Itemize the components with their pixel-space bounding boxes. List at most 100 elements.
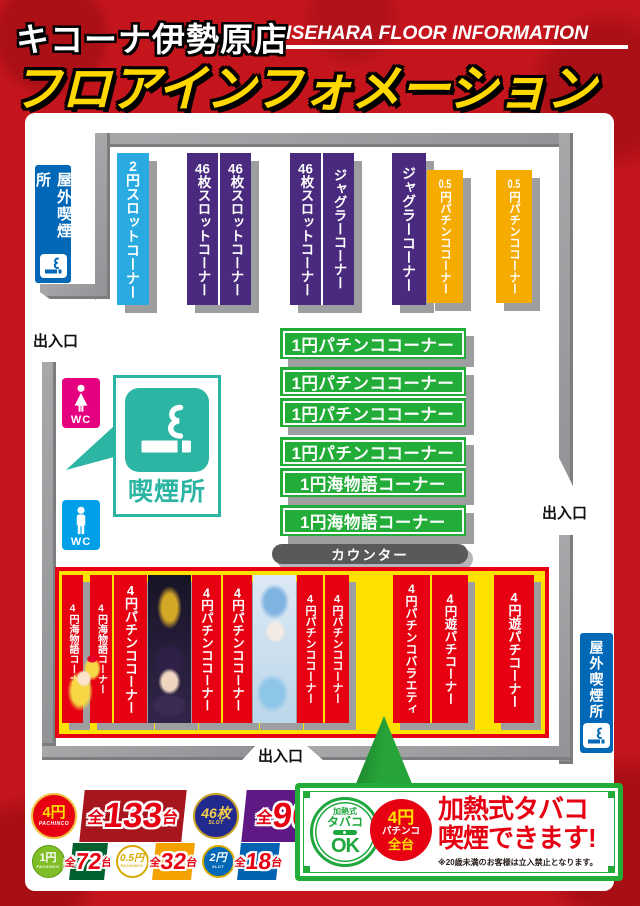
entrance-right: 出入口 [542,505,588,522]
entrance-top-left: 出入口 [33,333,79,350]
subtitle-english: ISEHARA FLOOR INFORMATION [286,22,589,44]
corner-column-juggler: ジャグラーコーナー [392,153,426,305]
store-name: キコーナ伊勢原店 [16,21,288,58]
badge-denom: 1円 [39,852,57,865]
heated-tobacco-heading: 加熱式タバコ 喫煙できます! [438,794,597,853]
wc-female: WC [62,378,100,428]
count-number: 18 [244,848,273,874]
circle-denom: 4円 [387,807,415,827]
badge-denom: 2円 [209,852,227,865]
heated-tobacco-device-icon [333,829,357,835]
badge-denom: 0.5円 [120,852,144,864]
badge-2yen-slot: 2円 SLOT [197,843,239,880]
one-yen-row-block: 1円海物語コーナー [280,505,466,536]
badge-4yen-pachinko: 4円 PACHINCO [28,790,80,842]
one-yen-umi-corner: 1円海物語コーナー [280,468,466,497]
page-title: フロアインフォメーション [12,61,596,117]
smoking-icon [39,253,67,278]
wall-bottom-right [307,746,573,760]
wc-label: WC [70,414,92,426]
count-suffix: 台 [270,856,283,869]
wall-bottom-left [42,746,255,760]
count-number: 72 [74,848,103,874]
stamp-ok: OK [331,835,360,857]
badge-denom: 46枚 [201,804,231,821]
female-icon [74,384,88,412]
wall-right-upper [559,133,573,486]
wall-right-lower [559,535,573,764]
count-suffix: 台 [161,810,179,827]
one-yen-umi-corner: 1円海物語コーナー [280,505,466,536]
stamp-line1: 加熱式 [333,807,357,816]
four-yen-all-units-circle: 4円 パチンコ 全台 [370,799,432,861]
wc-label: WC [70,536,92,548]
badge-category: PACHINCO [36,864,60,869]
entrance-bottom: 出入口 [258,748,304,765]
heated-tobacco-disclaimer: ※20歳未満のお客様は立入禁止となります。 [438,858,598,867]
badge-category: SLOT [208,820,224,827]
smoking-icon [583,723,610,748]
wall-top [95,133,573,147]
one-yen-corner: 1円パチンココーナー [280,398,466,427]
badge-46slot: 46枚 SLOT [190,790,242,842]
circle-pachinko: パチンコ [381,826,420,838]
badge-category: PACHINCO [120,864,144,869]
circle-all-units: 全台 [387,837,414,853]
badge-category: PACHINCO [38,820,70,827]
smoking-room: 喫煙所 [113,375,221,517]
male-icon [76,506,86,535]
count-number: 32 [159,848,188,874]
character-art-rei [253,575,296,723]
one-yen-row-block: 1円パチンココーナー 1円パチンココーナー [280,367,466,427]
subtitle-underline [286,45,628,49]
one-yen-corner: 1円パチンココーナー [280,437,466,466]
one-yen-row-block: 1円パチンココーナー 1円海物語コーナー [280,437,466,497]
outdoor-smoking-area-left: 屋外喫煙所 [34,165,72,283]
wall-left [42,362,56,746]
character-art-marin [55,650,115,725]
one-yen-corner: 1円パチンココーナー [280,367,466,396]
smoking-room-label: 喫煙所 [127,478,206,506]
outdoor-smoking-area-right: 屋外喫煙所 [580,633,613,753]
wall-entrance-foot [40,284,110,299]
heading-line2: 喫煙できます! [438,822,597,853]
corner-column-juggler: ジャグラーコーナー [323,153,354,305]
outdoor-smoking-label: 屋外喫煙所 [588,640,605,720]
heading-line1: 加熱式タバコ [438,794,589,824]
badge-1yen-pachinko: 1円 PACHINCO [25,843,71,880]
one-yen-corner: 1円パチンココーナー [280,328,466,359]
counter-bar: カウンター [272,544,468,564]
wc-male: WC [62,500,100,550]
count-number: 133 [101,796,165,835]
ok-box-inner-frame [303,791,615,873]
badge-denom: 4円 [42,804,66,822]
badge-05yen-pachinko: 0.5円 PACHINCO [110,843,154,880]
outdoor-smoking-label: 屋外喫煙所 [34,172,72,240]
one-yen-row-block: 1円パチンココーナー [280,328,466,359]
character-art-garo [148,575,191,723]
smoking-icon-large [125,388,209,472]
